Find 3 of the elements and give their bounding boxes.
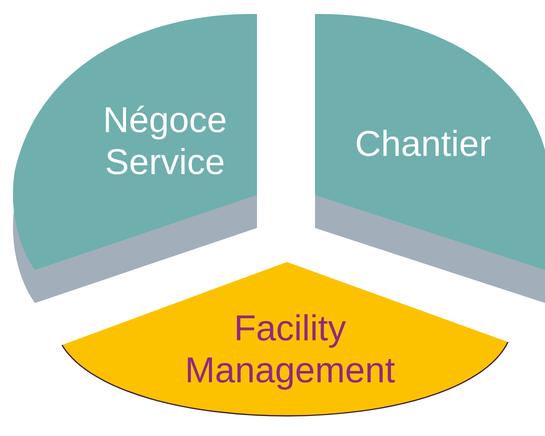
- pie-segment: Négoce Service: [13, 14, 257, 303]
- pie-segment: Chantier: [315, 14, 545, 303]
- pie-segment: Facility Management: [62, 262, 508, 416]
